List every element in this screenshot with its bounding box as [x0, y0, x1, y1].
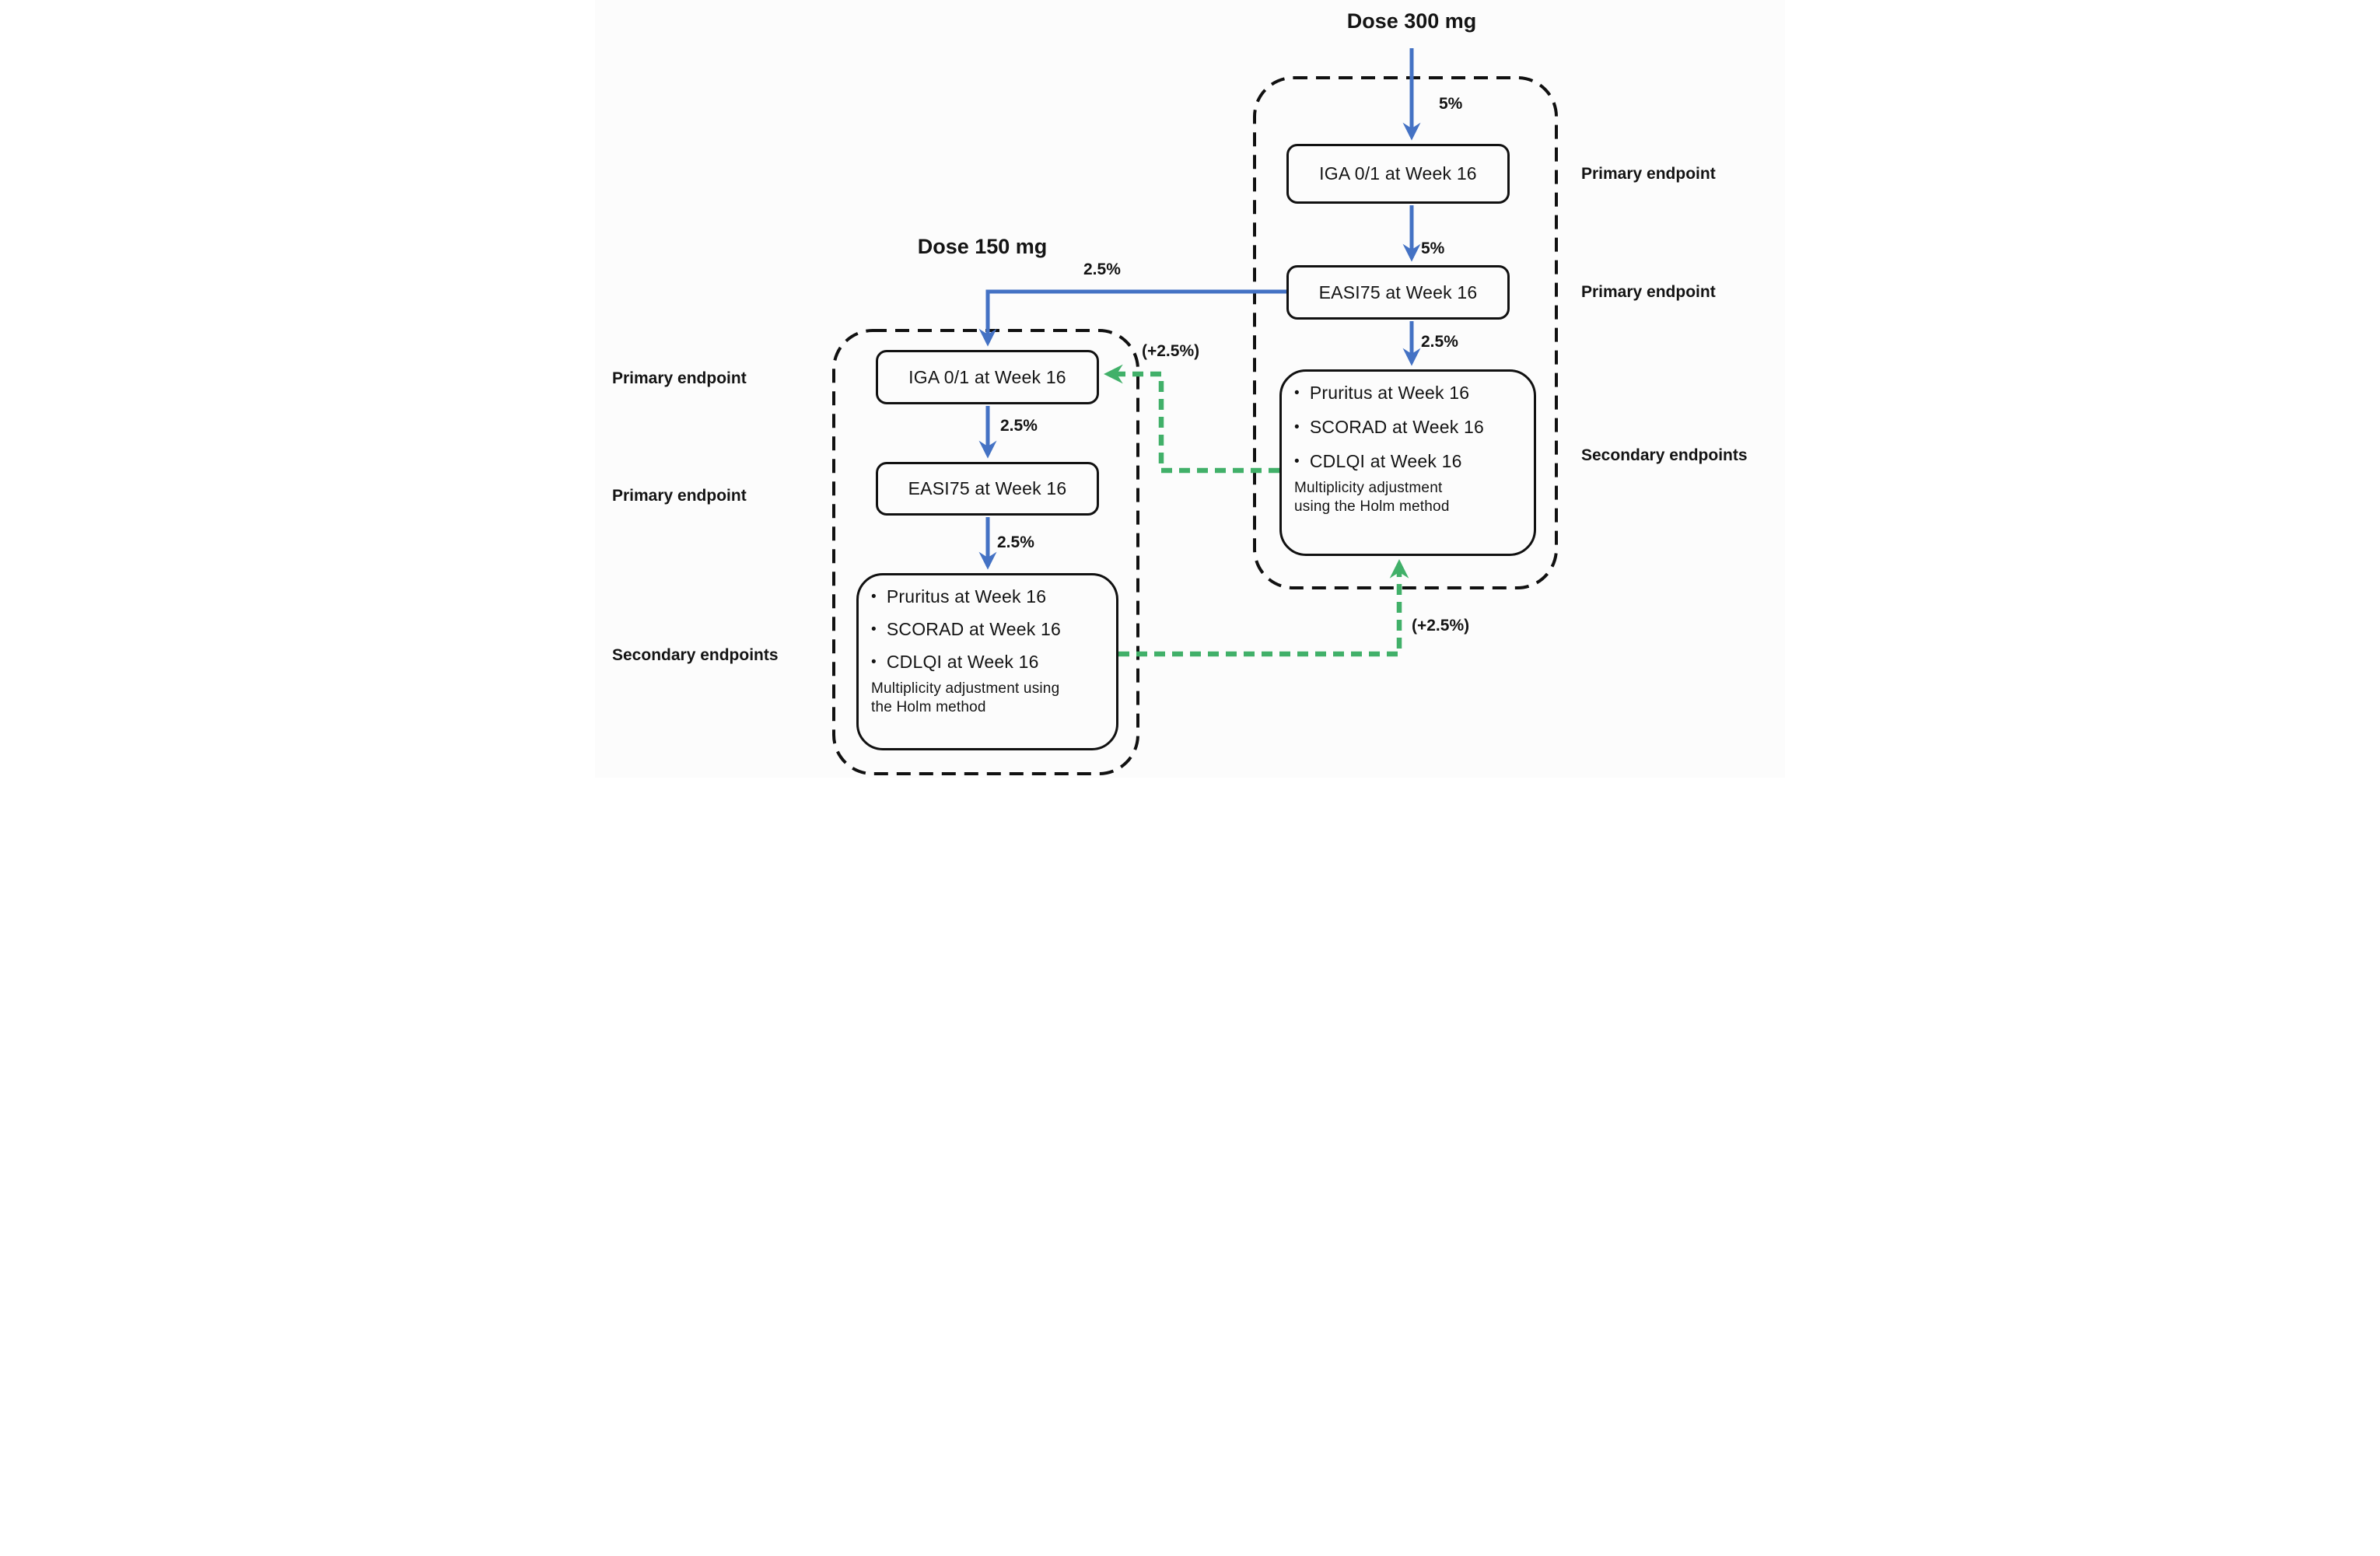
alpha-transfer-150-label: 2.5%	[1083, 260, 1121, 278]
secondary-300-bullet-2-text: SCORAD at Week 16	[1309, 417, 1484, 437]
recycle-label-into-300: (+2.5%)	[1412, 617, 1470, 635]
box-easi-300-text: EASI75 at Week 16	[1318, 281, 1478, 302]
secondary-300-bullet-3: • CDLQI at Week 16	[1294, 451, 1462, 472]
secondary-150-bullet-3-text: CDLQI at Week 16	[886, 652, 1039, 672]
secondary-150-note: Multiplicity adjustment using the Holm m…	[871, 680, 1059, 717]
secondary-300-bullet-3-text: CDLQI at Week 16	[1309, 451, 1462, 471]
arrow-recycle-150sec-to-300sec	[1118, 559, 1409, 657]
secondary-150-bullet-2-text: SCORAD at Week 16	[886, 619, 1061, 639]
secondary-300-bullet-1-text: Pruritus at Week 16	[1309, 383, 1470, 403]
arrow-recycle-300sec-to-150iga	[1104, 364, 1279, 474]
alpha-allocation-diagram: Dose 300 mg 5% IGA 0/1 at Week 16 5% EAS…	[595, 0, 1785, 778]
alpha-easi-secondary-150-label: 2.5%	[997, 533, 1034, 551]
secondary-300-note-line1: Multiplicity adjustment	[1294, 480, 1443, 496]
secondary-300-note-line2: using the Holm method	[1294, 498, 1450, 515]
secondary-300-bullet-1: • Pruritus at Week 16	[1294, 383, 1469, 404]
secondary-150-bullet-3: • CDLQI at Week 16	[871, 652, 1039, 673]
label-primary-endpoint-150-iga: Primary endpoint	[612, 369, 747, 387]
bullet-icon: •	[871, 589, 877, 605]
secondary-150-bullet-2: • SCORAD at Week 16	[871, 619, 1061, 640]
secondary-150-bullet-1-text: Pruritus at Week 16	[886, 586, 1047, 607]
secondary-300-bullet-2: • SCORAD at Week 16	[1294, 417, 1484, 438]
bullet-icon: •	[1294, 419, 1300, 435]
secondary-150-note-line2: the Holm method	[871, 698, 986, 715]
alpha-easi-secondary-300-label: 2.5%	[1421, 333, 1458, 351]
box-secondary-300: • Pruritus at Week 16 • SCORAD at Week 1…	[1279, 369, 1536, 556]
box-iga-150-text: IGA 0/1 at Week 16	[908, 366, 1066, 387]
recycle-label-into-150: (+2.5%)	[1142, 342, 1200, 360]
secondary-300-note: Multiplicity adjustment using the Holm m…	[1294, 479, 1450, 516]
label-secondary-endpoints-150: Secondary endpoints	[612, 646, 779, 664]
label-primary-endpoint-300-easi: Primary endpoint	[1581, 283, 1716, 301]
label-primary-endpoint-150-easi: Primary endpoint	[612, 487, 747, 505]
bullet-icon: •	[1294, 385, 1300, 401]
connector-layer	[832, 48, 1558, 775]
bullet-icon: •	[1294, 453, 1300, 470]
bullet-icon: •	[871, 621, 877, 638]
box-easi-300: EASI75 at Week 16	[1286, 265, 1510, 320]
box-iga-150: IGA 0/1 at Week 16	[876, 350, 1099, 404]
arrow-transfer-300-to-150	[978, 289, 1286, 347]
secondary-150-note-line1: Multiplicity adjustment using	[871, 680, 1060, 697]
bullet-icon: •	[871, 654, 877, 670]
alpha-iga-easi-300-label: 5%	[1421, 240, 1445, 257]
dose300-title: Dose 300 mg	[1346, 9, 1477, 33]
box-iga-300: IGA 0/1 at Week 16	[1286, 144, 1510, 204]
label-secondary-endpoints-300: Secondary endpoints	[1581, 446, 1748, 464]
box-easi-150-text: EASI75 at Week 16	[908, 478, 1067, 498]
label-primary-endpoint-300-iga: Primary endpoint	[1581, 165, 1716, 183]
dose150-title: Dose 150 mg	[917, 235, 1048, 258]
box-iga-300-text: IGA 0/1 at Week 16	[1319, 163, 1477, 184]
alpha-initial-300-label: 5%	[1439, 95, 1463, 113]
box-easi-150: EASI75 at Week 16	[876, 462, 1099, 516]
alpha-iga-easi-150-label: 2.5%	[1000, 417, 1038, 435]
secondary-150-bullet-1: • Pruritus at Week 16	[871, 586, 1046, 607]
dose300-group-outline	[1253, 76, 1558, 589]
box-secondary-150: • Pruritus at Week 16 • SCORAD at Week 1…	[856, 573, 1118, 750]
